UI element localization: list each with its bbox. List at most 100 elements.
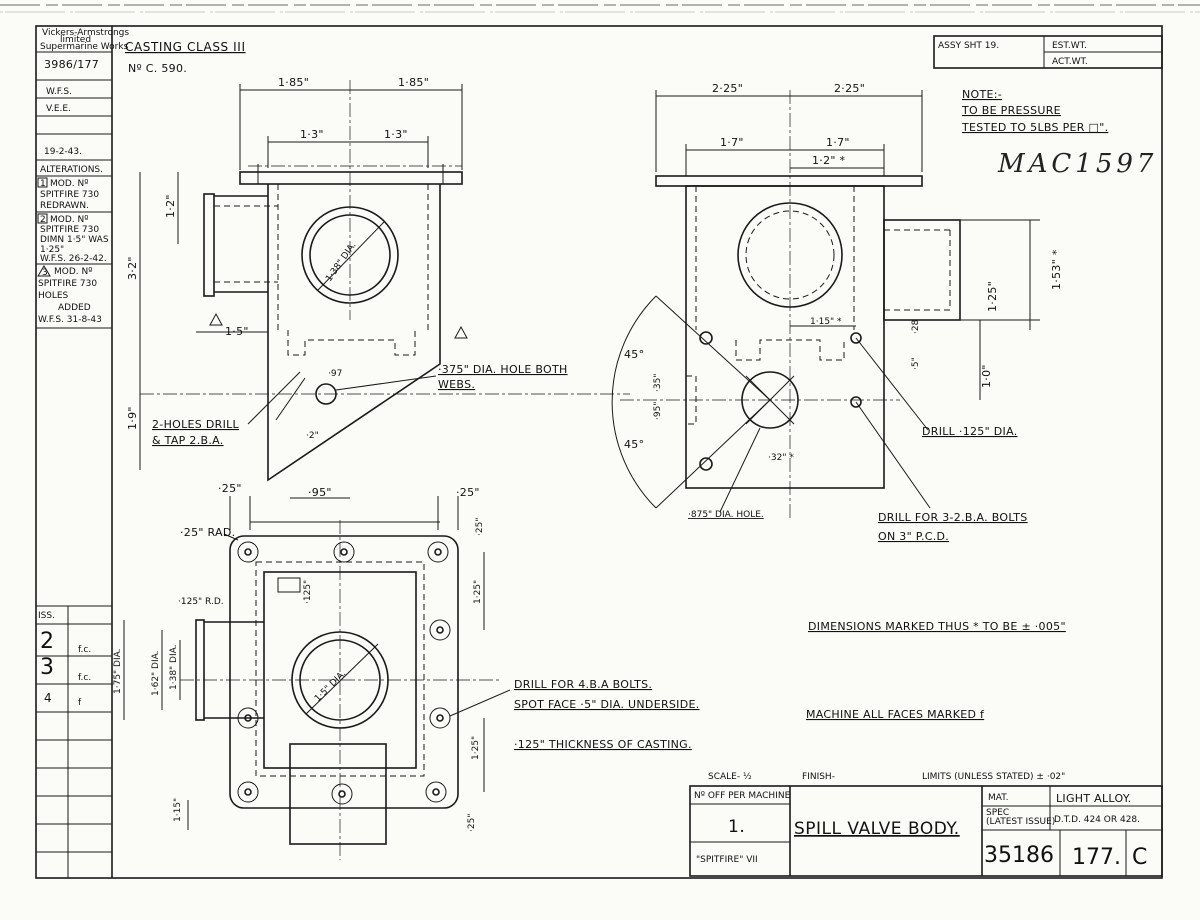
dimension-label: 1·85" xyxy=(398,76,429,89)
dimension-label: 3·2" xyxy=(126,256,139,280)
company-name-line-3: Supermarine Works xyxy=(40,42,129,52)
company-name-line-1: Vickers-Armstrongs xyxy=(42,28,129,38)
dimension-label: 2·25" xyxy=(712,82,743,95)
annotation-drill-125: DRILL ·125" DIA. xyxy=(922,425,1018,438)
dimension-label: 1·62" DIA. xyxy=(151,651,161,696)
dimension-label: 2·25" xyxy=(834,82,865,95)
dimension-label: ·95" xyxy=(653,402,663,420)
limits-label: LIMITS (UNLESS STATED) ± ·02" xyxy=(922,772,1065,782)
alteration-1-mark: 1 xyxy=(40,179,46,189)
casting-class: CASTING CLASS III xyxy=(125,40,246,54)
annotation-spot-face: SPOT FACE ·5" DIA. UNDERSIDE. xyxy=(514,698,700,711)
finish-label: FINISH- xyxy=(802,772,835,782)
annotation-tolerance: DIMENSIONS MARKED THUS * TO BE ± ·005" xyxy=(808,620,1066,633)
dimension-label: 45° xyxy=(624,348,644,361)
sheet-number: 177. xyxy=(1072,845,1121,870)
dimension-label: 1·7" xyxy=(720,136,744,149)
alteration-3-line: MOD. Nº xyxy=(54,267,92,277)
annotation-drill-tap: & TAP 2.B.A. xyxy=(152,434,224,447)
right-view-dimensions: 2·25" 2·25" 1·7" 1·7" 1·2" * 1·15" * ·28… xyxy=(624,82,1063,463)
title-block: SCALE- ½ FINISH- LIMITS (UNLESS STATED) … xyxy=(689,772,1163,877)
bolt-holes xyxy=(237,541,451,805)
issue-initials: f.c. xyxy=(78,673,91,683)
alteration-2-line: DIMN 1·5" WAS xyxy=(40,235,109,245)
dimension-label: 45° xyxy=(624,438,644,451)
dimension-label: 1·3" xyxy=(384,128,408,141)
dimension-label: ·25" xyxy=(218,482,242,495)
scale-label: SCALE- ½ xyxy=(708,772,752,782)
dimension-label: ·125" xyxy=(303,580,313,604)
dimension-label: 1·0" xyxy=(980,364,993,388)
dimension-label: ·28 xyxy=(911,319,921,334)
aircraft-type: "SPITFIRE" VII xyxy=(696,855,758,865)
spec-value: D.T.D. 424 OR 428. xyxy=(1054,815,1140,825)
alteration-3-mark: 3 xyxy=(42,268,48,278)
annotation-hole-both-webs: WEBS. xyxy=(438,378,475,391)
quantity-label: Nº OFF PER MACHINE xyxy=(694,791,791,801)
dimension-label: ·25" xyxy=(475,518,485,536)
alteration-2-line: 1·25" xyxy=(40,245,64,255)
dimension-label: ·25" xyxy=(467,814,477,832)
material-label: MAT. xyxy=(988,793,1009,803)
assembly-sheet: ASSY SHT 19. xyxy=(938,41,999,51)
dimension-label: ·25" xyxy=(456,486,480,499)
alteration-2-line: MOD. Nº xyxy=(50,215,88,225)
dimension-label: ·125" R.D. xyxy=(178,597,224,607)
actual-weight-label: ACT.WT. xyxy=(1052,57,1088,67)
annotation-thickness: ·125" THICKNESS OF CASTING. xyxy=(514,738,692,751)
drawing-suffix: C xyxy=(1132,845,1147,870)
dimension-label: 1·38" DIA. xyxy=(169,645,179,690)
alteration-2-line: W.F.S. 26-2-42. xyxy=(40,254,107,264)
alteration-1-line: REDRAWN. xyxy=(40,201,89,211)
dimension-label: 1·25" xyxy=(986,281,999,312)
issue-number: 2 xyxy=(40,629,54,654)
estimated-weight-label: EST.WT. xyxy=(1052,41,1087,51)
dimension-label: 1·7" xyxy=(826,136,850,149)
handwritten-reference: MAC1597 xyxy=(997,149,1157,179)
drawing-number: 35186 xyxy=(984,843,1054,868)
quantity-value: 1. xyxy=(728,817,745,837)
spec-label: (LATEST ISSUE) xyxy=(986,817,1055,827)
sidebar: Vickers-Armstrongs limited Supermarine W… xyxy=(36,28,129,878)
dimension-label: 1·5" DIA. xyxy=(313,669,348,704)
scan-noise xyxy=(0,4,1200,13)
dimension-label: ·97 xyxy=(328,369,342,379)
annotation-hole-875: ·875" DIA. HOLE. xyxy=(688,510,764,520)
dimension-label: ·5" xyxy=(911,357,921,370)
dimension-label: 1·3" xyxy=(300,128,324,141)
annotation-drill-tap: 2-HOLES DRILL xyxy=(152,418,240,431)
note-line-2: TESTED TO 5LBS PER □". xyxy=(961,121,1108,134)
alteration-1-line: MOD. Nº xyxy=(50,179,88,189)
initials-drawn: W.F.S. xyxy=(46,87,72,97)
alteration-3-line: HOLES xyxy=(38,291,69,301)
dimension-label: 1·2" * xyxy=(812,154,846,167)
plan-view xyxy=(123,496,511,860)
dimension-label: 1·38" DIA. xyxy=(324,241,358,284)
issue-initials: f.c. xyxy=(78,645,91,655)
dimension-label: ·25" RAD. xyxy=(180,526,235,539)
annotation-drill-bolts: DRILL FOR 3-2.B.A. BOLTS xyxy=(878,511,1028,524)
sidebar-drawing-no: 3986/177 xyxy=(44,58,99,71)
material-value: LIGHT ALLOY. xyxy=(1056,792,1131,805)
alteration-1-line: SPITFIRE 730 xyxy=(40,190,99,200)
annotation-drill-bolts: ON 3" P.C.D. xyxy=(878,530,949,543)
dimension-label: 1·9" xyxy=(126,406,139,430)
issue-number: 3 xyxy=(40,655,54,680)
dimension-label: 1·5" xyxy=(225,325,249,338)
annotations: ·375" DIA. HOLE BOTH WEBS. 2-HOLES DRILL… xyxy=(152,363,1066,751)
issue-initials: f xyxy=(78,698,82,708)
alteration-2-line: SPITFIRE 730 xyxy=(40,225,99,235)
dimension-label: 1·75" DIA. xyxy=(113,649,123,694)
issue-number: 4 xyxy=(44,691,52,705)
dimension-label: 1·15" * xyxy=(810,317,842,327)
alteration-3-line: W.F.S. 31-8-43 xyxy=(38,315,102,325)
dimension-label: 1·15" xyxy=(173,798,183,822)
alteration-3-line: SPITFIRE 730 xyxy=(38,279,97,289)
issue-label: ISS. xyxy=(38,611,55,621)
note-line-1: TO BE PRESSURE xyxy=(961,104,1061,117)
alterations-header: ALTERATIONS. xyxy=(40,165,103,175)
initials-checked: V.E.E. xyxy=(46,104,71,114)
dimension-label: ·95" xyxy=(308,486,332,499)
dimension-label: ·35" xyxy=(653,374,663,392)
alteration-3-line: ADDED xyxy=(58,303,91,313)
